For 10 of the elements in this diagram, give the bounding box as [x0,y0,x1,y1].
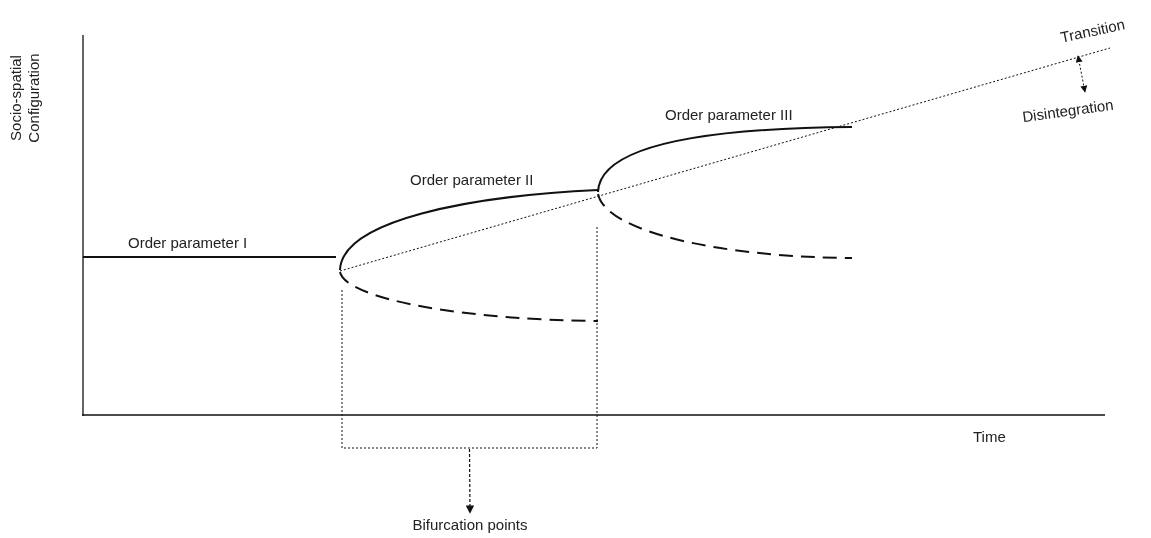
curve-label: Order parameter II [410,171,534,189]
axis-title: Time [973,428,1006,446]
transition-label: Transition [1058,15,1127,47]
bracket [341,224,598,449]
curve-label: Order parameter III [665,106,793,124]
disintegration-label: Disintegration [1021,95,1115,127]
caption-text: Bifurcation points [405,516,535,534]
axis-title: Socio-spatial Configuration [7,52,43,145]
curve-label: Order parameter I [128,234,248,252]
arrow [465,448,475,514]
